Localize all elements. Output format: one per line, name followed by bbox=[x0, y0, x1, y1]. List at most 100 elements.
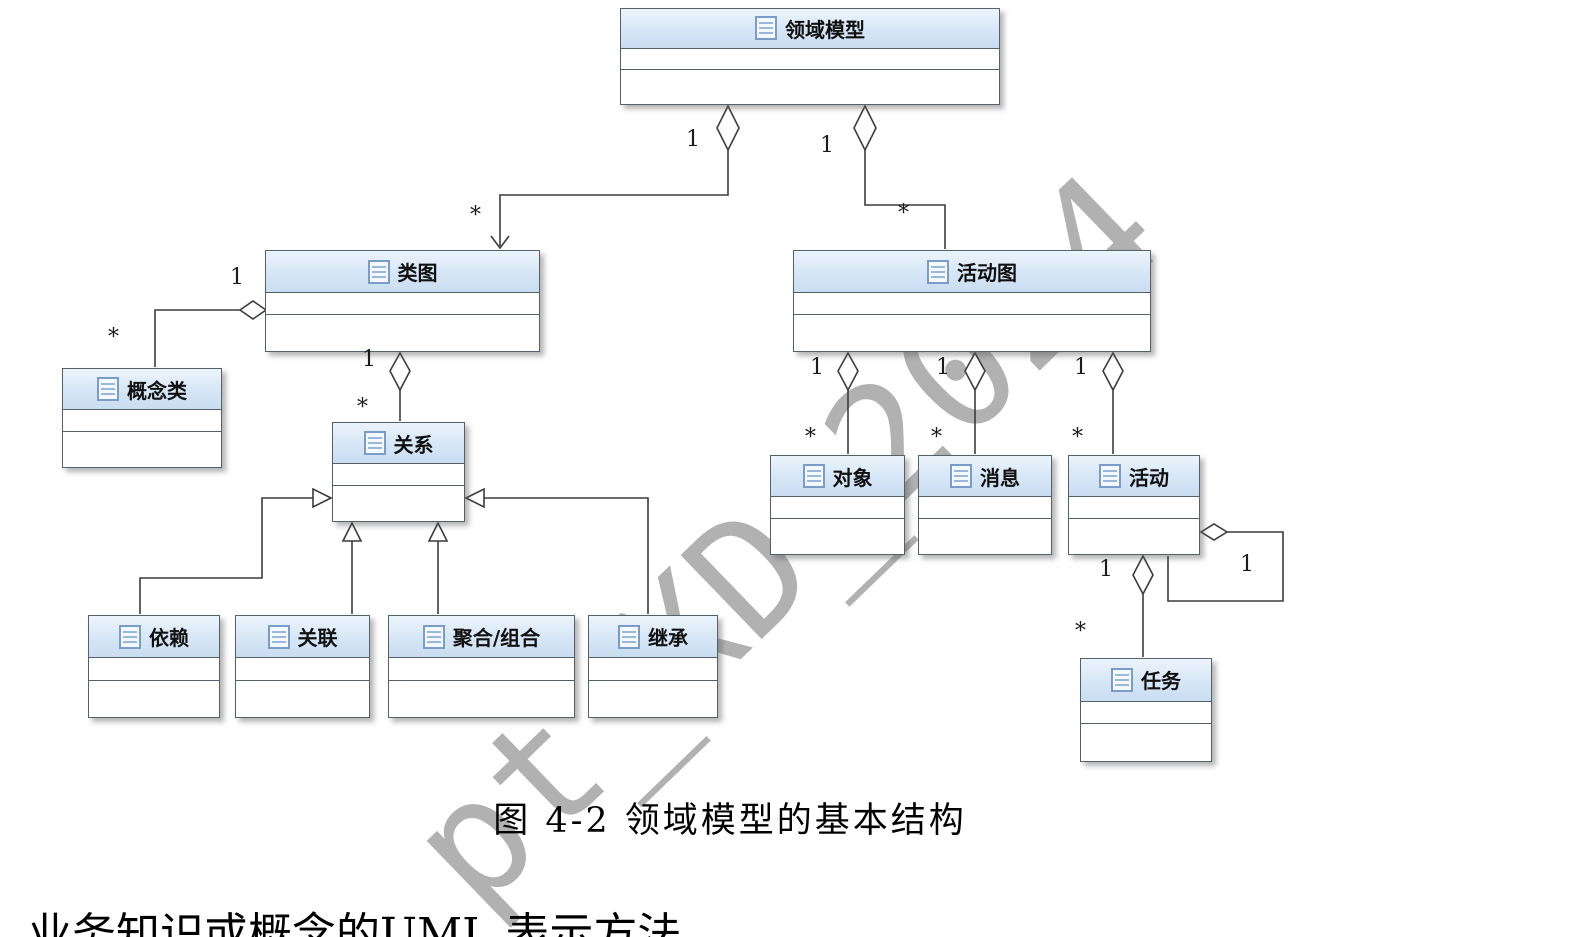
connector-domainmodel-activitydiagram bbox=[864, 150, 946, 249]
class-box-concept-class: 概念类 bbox=[62, 368, 222, 468]
class-box-inheritance: 继承 bbox=[588, 615, 718, 718]
connector-activity-self-loop bbox=[1167, 531, 1284, 602]
aggregation-diamond-activity-right-icon bbox=[1199, 523, 1229, 541]
class-box-object: 对象 bbox=[770, 455, 905, 555]
class-title: 任务 bbox=[1141, 669, 1181, 694]
operations-compartment bbox=[794, 315, 1150, 351]
class-icon bbox=[927, 259, 949, 284]
multiplicity-label: * bbox=[931, 425, 942, 450]
class-box-message: 消息 bbox=[918, 455, 1052, 555]
connector-inheritance-relationship bbox=[484, 497, 649, 614]
aggregation-diamond-classdiagram-bottom-icon bbox=[389, 351, 411, 392]
attributes-compartment bbox=[771, 497, 904, 519]
class-title: 对象 bbox=[832, 465, 873, 490]
class-title: 类图 bbox=[397, 261, 438, 285]
attributes-compartment bbox=[794, 293, 1150, 315]
aggregation-diamond-activitydiagram-2-icon bbox=[964, 351, 986, 392]
multiplicity-label: 1 bbox=[810, 355, 824, 380]
class-box-relationship: 关系 bbox=[332, 422, 465, 522]
attributes-compartment bbox=[919, 497, 1051, 519]
attributes-compartment bbox=[63, 410, 221, 432]
multiplicity-label: * bbox=[1072, 425, 1083, 450]
class-icon bbox=[1099, 464, 1121, 489]
class-box-association: 关联 bbox=[235, 615, 370, 718]
figure-caption: 图 4-2 领域模型的基本结构 bbox=[493, 801, 967, 841]
class-title: 消息 bbox=[980, 465, 1020, 490]
class-icon bbox=[1111, 667, 1133, 692]
multiplicity-label: 1 bbox=[1240, 552, 1254, 577]
class-header: 关系 bbox=[333, 423, 464, 465]
aggregation-diamond-activitydiagram-3-icon bbox=[1102, 351, 1124, 392]
class-box-class-diagram: 类图 bbox=[265, 250, 540, 352]
multiplicity-label: * bbox=[357, 395, 368, 420]
connector-dependency-relationship bbox=[139, 497, 313, 614]
class-header: 类图 bbox=[266, 251, 539, 293]
generalization-triangle-relationship-bottomright-icon bbox=[427, 521, 449, 542]
class-icon bbox=[950, 464, 972, 489]
class-header: 关联 bbox=[236, 616, 369, 659]
multiplicity-label: 1 bbox=[1099, 557, 1113, 582]
class-title: 依赖 bbox=[149, 626, 189, 651]
operations-compartment bbox=[236, 680, 369, 717]
multiplicity-label: * bbox=[108, 325, 119, 350]
multiplicity-label: 1 bbox=[820, 133, 834, 158]
operations-compartment bbox=[771, 518, 904, 554]
connector-domainmodel-classdiagram bbox=[499, 150, 729, 246]
operations-compartment bbox=[1081, 724, 1211, 761]
generalization-triangle-relationship-left-icon bbox=[312, 487, 333, 509]
class-title: 活动 bbox=[1129, 465, 1169, 490]
class-icon bbox=[755, 16, 777, 41]
attributes-compartment bbox=[1081, 701, 1211, 725]
class-header: 对象 bbox=[771, 456, 904, 498]
open-arrowhead-classdiagram-icon bbox=[490, 235, 510, 250]
class-icon bbox=[422, 624, 445, 649]
class-title: 活动图 bbox=[957, 261, 1017, 285]
class-box-domain-model: 领域模型 bbox=[620, 8, 1000, 105]
attributes-compartment bbox=[266, 293, 539, 315]
operations-compartment bbox=[919, 518, 1051, 554]
class-box-activity: 活动 bbox=[1068, 455, 1200, 555]
class-title: 领域模型 bbox=[785, 17, 865, 42]
class-title: 关联 bbox=[297, 626, 338, 651]
class-header: 依赖 bbox=[89, 616, 219, 659]
aggregation-diamond-activity-bottom-icon bbox=[1132, 554, 1154, 596]
body-text: 业务知识或概念的UML 表示方法 bbox=[28, 909, 682, 937]
class-icon bbox=[97, 377, 119, 402]
class-title: 概念类 bbox=[127, 378, 187, 403]
operations-compartment bbox=[589, 680, 717, 717]
class-header: 消息 bbox=[919, 456, 1051, 498]
class-header: 概念类 bbox=[63, 369, 221, 411]
class-icon bbox=[802, 464, 825, 489]
class-icon bbox=[119, 624, 141, 649]
class-icon bbox=[363, 431, 386, 456]
class-header: 继承 bbox=[589, 616, 717, 659]
class-box-activity-diagram: 活动图 bbox=[793, 250, 1151, 352]
class-box-task: 任务 bbox=[1080, 658, 1212, 762]
class-header: 任务 bbox=[1081, 659, 1211, 702]
multiplicity-label: 1 bbox=[686, 127, 700, 152]
attributes-compartment bbox=[589, 658, 717, 681]
operations-compartment bbox=[389, 680, 574, 717]
attributes-compartment bbox=[333, 464, 464, 486]
class-icon bbox=[367, 259, 390, 284]
class-header: 活动图 bbox=[794, 251, 1150, 293]
generalization-triangle-relationship-bottomleft-icon bbox=[341, 521, 363, 542]
multiplicity-label: * bbox=[1075, 619, 1086, 644]
attributes-compartment bbox=[389, 658, 574, 681]
operations-compartment bbox=[333, 485, 464, 521]
multiplicity-label: 1 bbox=[362, 347, 376, 372]
operations-compartment bbox=[63, 431, 221, 467]
multiplicity-label: * bbox=[805, 425, 816, 450]
operations-compartment bbox=[266, 315, 539, 351]
aggregation-diamond-domainmodel-left-icon bbox=[716, 104, 740, 152]
operations-compartment bbox=[1069, 518, 1199, 554]
attributes-compartment bbox=[1069, 497, 1199, 519]
multiplicity-label: 1 bbox=[1074, 355, 1088, 380]
class-box-aggregation-composition: 聚合/组合 bbox=[388, 615, 575, 718]
aggregation-diamond-domainmodel-right-icon bbox=[853, 104, 877, 152]
connector-classdiagram-conceptclass bbox=[154, 309, 240, 367]
multiplicity-label: 1 bbox=[230, 265, 244, 290]
class-icon bbox=[267, 624, 290, 649]
